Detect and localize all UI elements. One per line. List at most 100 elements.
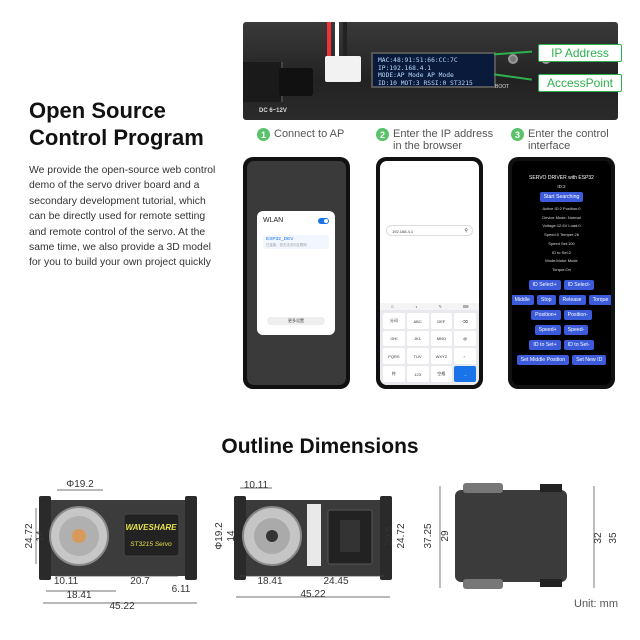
oled-line-ip: IP:192.168.4.1 xyxy=(378,64,432,72)
phone-screen: SERVO DRIVER with ESP32 ID:2 Start Searc… xyxy=(512,161,611,385)
servo-wires xyxy=(323,22,363,58)
id-select-plus-button[interactable]: ID Select+ xyxy=(528,279,561,290)
dim-side-h1: 37.25 xyxy=(423,523,434,548)
step-number: 3 xyxy=(511,128,524,141)
phone-screen: WLAN ESP32_DEV 已连接，但无法访问互联网 更多设置 xyxy=(247,161,346,385)
keyboard-key[interactable]: ， xyxy=(454,348,476,364)
keyboard-key[interactable]: 123 xyxy=(406,366,429,382)
info-line: Speed Set:100 xyxy=(548,240,575,246)
id-select-minus-button[interactable]: ID Select- xyxy=(563,279,595,290)
search-icon[interactable]: ⚲ xyxy=(464,228,468,234)
dim-front-h2: 14 xyxy=(35,530,46,542)
keyboard: 分词 ABC DEF ⌫ GHI JKL MNO @ PQRS TUV WXYZ… xyxy=(380,310,479,385)
driver-board-photo: MAC:48:91:51:66:CC:7C IP:192.168.4.1 MOD… xyxy=(243,22,618,120)
dim-front-w1: 10.11 xyxy=(54,576,79,587)
step-2: 2 Enter the IP address in the browser xyxy=(376,128,498,152)
dim-back-w1: 18.41 xyxy=(257,576,282,587)
id-to-set-plus-button[interactable]: ID to Set+ xyxy=(529,339,561,350)
wlan-title: WLAN xyxy=(263,217,284,224)
step-number: 2 xyxy=(376,128,389,141)
info-line: Voltage:12.6V Load:0 xyxy=(542,223,581,229)
servo-front-view: WAVESHARE ST3215 Servo Φ19.2 24.72 14 10… xyxy=(24,479,197,612)
oled-line-mac: MAC:48:91:51:66:CC:7C xyxy=(378,57,458,64)
oled-display: MAC:48:91:51:66:CC:7C IP:192.168.4.1 MOD… xyxy=(371,52,496,88)
title-line-1: Open Source xyxy=(29,98,166,123)
wlan-toggle[interactable] xyxy=(318,218,329,224)
toolbar-icon: ⌨ xyxy=(462,304,469,309)
step-text: Enter the control interface xyxy=(528,128,609,152)
dim-back-total: 45.22 xyxy=(300,589,325,600)
torque-button[interactable]: Torque xyxy=(588,294,611,305)
keyboard-key[interactable]: ABC xyxy=(406,313,429,329)
step-text: Enter the IP address in the browser xyxy=(393,128,494,152)
keyboard-key[interactable]: DEF xyxy=(430,313,453,329)
servo-side-view: 37.25 29 32 35 xyxy=(423,483,619,589)
keyboard-key[interactable]: 符 xyxy=(383,366,405,382)
browser-url-bar[interactable]: 192.168.4.1 ⚲ xyxy=(386,225,473,236)
set-new-id-button[interactable]: Set New ID xyxy=(572,354,607,365)
keyboard-key[interactable]: WXYZ xyxy=(430,348,453,364)
accesspoint-callout: AccessPoint xyxy=(538,74,622,92)
info-line: ID to Set:2 xyxy=(552,249,571,255)
servo-info: Active ID:2 Position:0 Device Mode: Norm… xyxy=(512,205,611,275)
dimension-drawings: WAVESHARE ST3215 Servo Φ19.2 24.72 14 10… xyxy=(24,479,619,612)
phone-wlan: WLAN ESP32_DEV 已连接，但无法访问互联网 更多设置 xyxy=(243,157,350,389)
toolbar-icon: ☺ xyxy=(390,304,395,309)
servo-back-view: 10.11 Φ19.2 14 20.5 24.72 18.41 24.45 45… xyxy=(214,480,407,600)
dim-side-h2: 29 xyxy=(440,530,451,542)
dim-side-h4: 35 xyxy=(608,532,619,544)
info-line: Device Mode: Normal xyxy=(542,214,581,220)
url-text: 192.168.4.1 xyxy=(392,229,414,234)
info-line: Active ID:2 Position:0 xyxy=(542,206,581,211)
keyboard-key[interactable]: GHI xyxy=(383,331,405,346)
keyboard-key[interactable]: PQRS xyxy=(383,348,405,364)
dim-front-h1: 24.72 xyxy=(24,523,35,548)
oled-line-status: ID:10 MOT:3 RSSI:0 ST3215 xyxy=(378,79,473,87)
set-middle-position-button[interactable]: Set Middle Position xyxy=(516,354,570,365)
keyboard-key[interactable]: @ xyxy=(454,331,476,346)
step-1: 1 Connect to AP xyxy=(257,128,362,141)
dim-back-top: 10.11 xyxy=(244,480,269,491)
dim-front-total: 45.22 xyxy=(109,601,134,612)
dim-back-r2: 24.72 xyxy=(396,523,407,548)
dim-back-phi: Φ19.2 xyxy=(214,522,225,550)
keyboard-key[interactable]: 空格 xyxy=(430,366,453,382)
start-searching-button[interactable]: Start Searching xyxy=(539,192,584,202)
middle-button[interactable]: Middle xyxy=(512,294,534,305)
brand-label: WAVESHARE xyxy=(126,523,178,532)
ip-address-callout: IP Address xyxy=(538,44,622,62)
wlan-network-item[interactable]: ESP32_DEV 已连接，但无法访问互联网 xyxy=(263,235,329,249)
phone-browser: 192.168.4.1 ⚲ ☺ ◐ ✎ ⌨ 分词 ABC DEF ⌫ GHI JKL … xyxy=(376,157,483,389)
keyboard-toolbar: ☺ ◐ ✎ ⌨ xyxy=(380,303,479,310)
keyboard-key[interactable]: ⌫ xyxy=(454,313,476,329)
control-row: ID Select+ ID Select- xyxy=(512,279,611,290)
speed-plus-button[interactable]: Speed+ xyxy=(534,324,561,335)
step-text: Connect to AP xyxy=(274,128,345,140)
phone-screen: 192.168.4.1 ⚲ ☺ ◐ ✎ ⌨ 分词 ABC DEF ⌫ GHI JKL … xyxy=(380,161,479,385)
dim-front-phi: Φ19.2 xyxy=(66,479,94,490)
keyboard-key[interactable]: MNO xyxy=(430,331,453,346)
dim-front-w3: 18.41 xyxy=(66,590,91,601)
position-plus-button[interactable]: Position+ xyxy=(531,309,561,320)
stop-button[interactable]: Stop xyxy=(536,294,556,305)
hero-description: We provide the open-source web control d… xyxy=(29,165,216,269)
toolbar-icon: ✎ xyxy=(438,304,442,309)
keyboard-key[interactable]: JKL xyxy=(406,331,429,346)
id-to-set-minus-button[interactable]: ID to Set- xyxy=(563,339,594,350)
wlan-panel: WLAN ESP32_DEV 已连接，但无法访问互联网 更多设置 xyxy=(257,211,335,335)
step-3: 3 Enter the control interface xyxy=(511,128,619,152)
control-row: Position+ Position- xyxy=(512,309,611,320)
keyboard-enter-key[interactable]: → xyxy=(454,366,476,382)
toolbar-icon: ◐ xyxy=(415,304,418,309)
speed-minus-button[interactable]: Speed- xyxy=(563,324,589,335)
info-line: Mode:Motor Mode xyxy=(545,258,578,264)
model-label: ST3215 Servo xyxy=(130,541,172,548)
keyboard-key[interactable]: TUV xyxy=(406,348,429,364)
release-button[interactable]: Release xyxy=(558,294,586,305)
info-line: Speed:0 Temper:26 xyxy=(544,232,579,238)
phone-control: SERVO DRIVER with ESP32 ID:2 Start Searc… xyxy=(508,157,615,389)
position-minus-button[interactable]: Position- xyxy=(563,309,592,320)
power-plug xyxy=(243,62,283,102)
more-settings-button[interactable]: 更多设置 xyxy=(267,317,325,325)
keyboard-key[interactable]: 分词 xyxy=(383,313,405,329)
